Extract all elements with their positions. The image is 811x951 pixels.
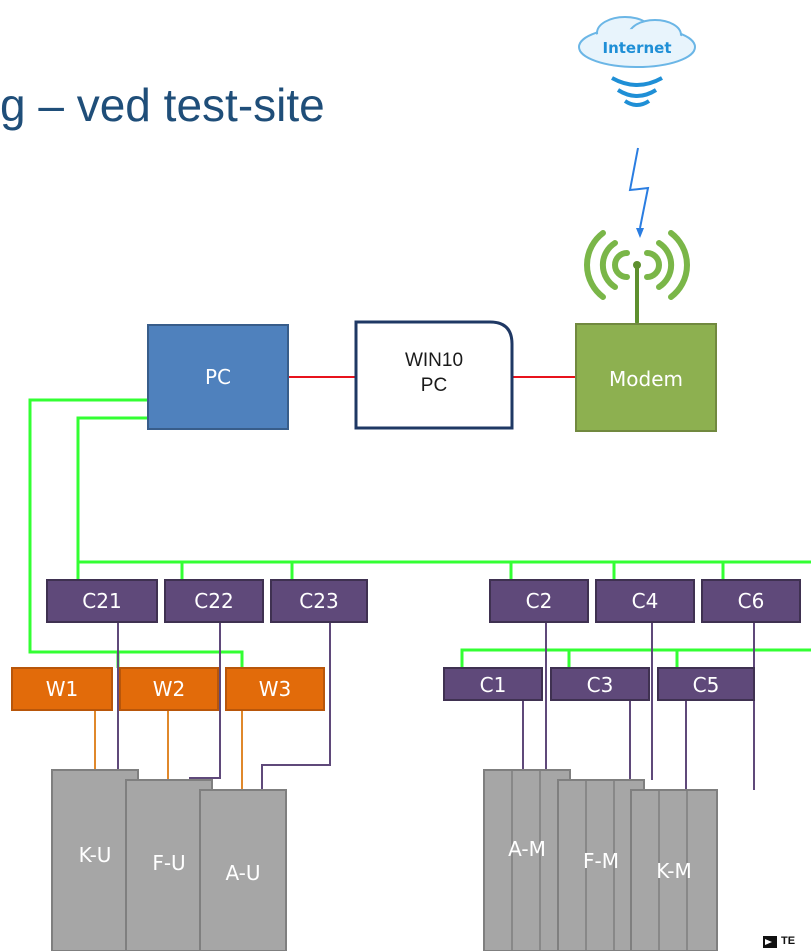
pc-box: PC [147, 324, 289, 430]
controllers-bottom-right: C1 C3 C5 [443, 667, 755, 701]
wago-w1: W1 [46, 677, 79, 701]
unit-a-u: A-U [225, 861, 260, 885]
internet-label: Internet [602, 39, 671, 57]
lightning-bolt-icon [628, 147, 650, 238]
antenna-icon [584, 230, 690, 324]
logo-text: TE [781, 935, 795, 947]
units-left: K-U F-U A-U [51, 769, 287, 951]
controller-c3: C3 [587, 673, 614, 697]
controller-c1: C1 [480, 673, 507, 697]
unit-f-u: F-U [152, 851, 185, 875]
internet-cloud-icon: Internet [578, 16, 696, 107]
unit-f-m: F-M [583, 849, 619, 873]
unit-k-u: K-U [79, 843, 112, 867]
win10-pc-box: WIN10 PC [354, 320, 514, 430]
units-right: A-M F-M K-M [483, 769, 718, 951]
controllers-top-right: C2 C4 C6 [489, 579, 801, 623]
controller-c23: C23 [299, 589, 338, 613]
wago-units: W1 W2 W3 [11, 667, 325, 711]
controller-c2: C2 [526, 589, 553, 613]
page-title: g – ved test-site [0, 79, 325, 131]
controller-c22: C22 [194, 589, 233, 613]
unit-k-m: K-M [656, 859, 692, 883]
controller-c4: C4 [632, 589, 659, 613]
wago-w3: W3 [259, 677, 292, 701]
network-lines [28, 398, 811, 668]
wago-unit-links [94, 710, 243, 790]
controller-c5: C5 [693, 673, 720, 697]
controllers-top-left: C21 C22 C23 [46, 579, 368, 623]
modem-label: Modem [609, 367, 683, 391]
controller-unit-links [117, 622, 755, 790]
company-logo-icon: TE [763, 935, 795, 948]
wago-w2: W2 [153, 677, 186, 701]
pc-label: PC [205, 365, 231, 389]
unit-a-m: A-M [508, 837, 546, 861]
win10-label: WIN10 [405, 350, 463, 371]
controller-c21: C21 [82, 589, 121, 613]
controller-c6: C6 [738, 589, 765, 613]
modem-box: Modem [575, 323, 717, 432]
win10-pc-label: PC [421, 375, 447, 396]
